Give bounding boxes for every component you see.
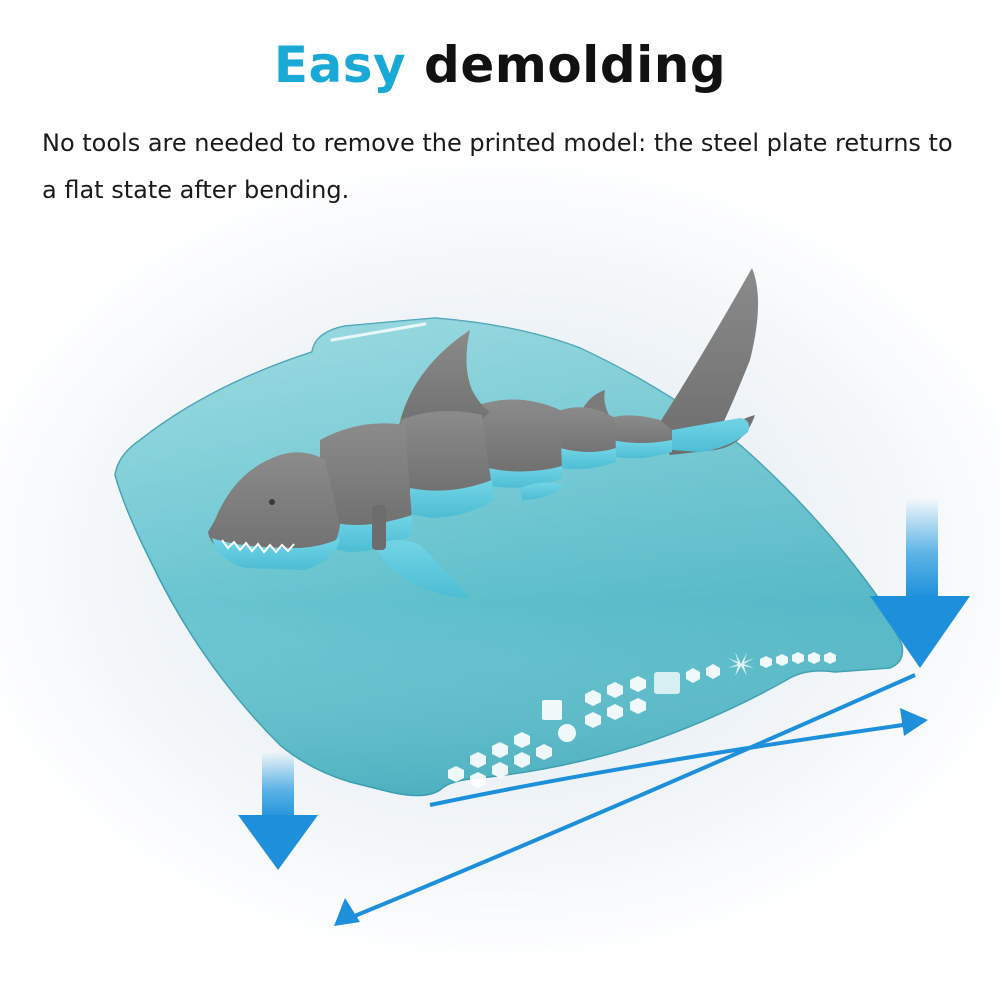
title-rest: demolding bbox=[424, 36, 727, 94]
title-accent-word: Easy bbox=[273, 36, 407, 94]
page-title: Easy demolding bbox=[0, 36, 1000, 94]
plate-hexagon-pattern bbox=[448, 652, 836, 788]
bend-arrow-right bbox=[870, 498, 970, 668]
flex-arc-arrow-outer bbox=[334, 673, 916, 926]
shark-tail bbox=[655, 268, 759, 455]
shark-head bbox=[208, 452, 340, 568]
shark-eye bbox=[269, 499, 275, 505]
feature-description: No tools are needed to remove the printe… bbox=[42, 129, 953, 204]
bend-arrow-left bbox=[238, 752, 318, 870]
flex-arc-arrow-inner bbox=[429, 708, 928, 807]
shark-model bbox=[208, 268, 759, 598]
shark-pectoral-fin bbox=[375, 540, 470, 598]
